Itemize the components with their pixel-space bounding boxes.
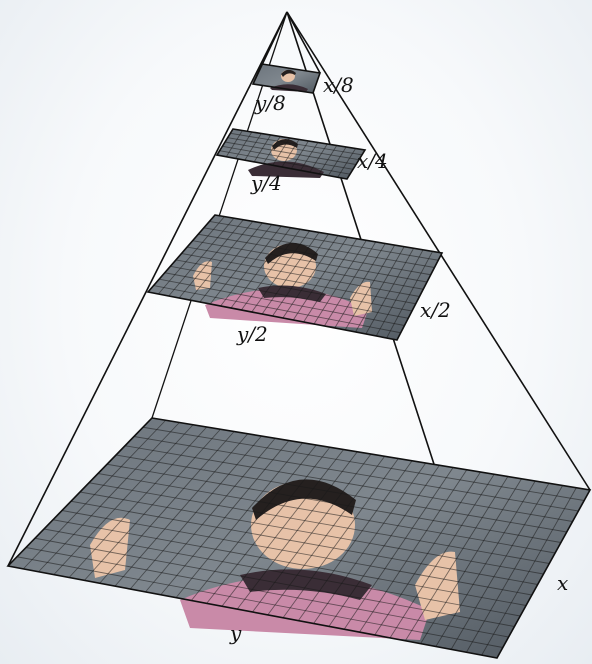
pyramid-level-0 bbox=[8, 418, 590, 658]
label-level-3-x: x/8 bbox=[323, 73, 354, 97]
pyramid-level-1 bbox=[148, 215, 442, 340]
label-level-1-y: y/2 bbox=[236, 322, 268, 346]
label-level-3-y: y/8 bbox=[254, 91, 286, 115]
label-level-0-y: y bbox=[229, 621, 242, 645]
label-level-1-x: x/2 bbox=[420, 298, 451, 322]
label-level-0-x: x bbox=[557, 571, 568, 595]
label-level-2-y: y/4 bbox=[250, 171, 282, 195]
pyramid-level-2 bbox=[217, 129, 365, 179]
label-level-2-x: x/4 bbox=[357, 149, 388, 173]
pyramid-level-3 bbox=[253, 64, 320, 93]
